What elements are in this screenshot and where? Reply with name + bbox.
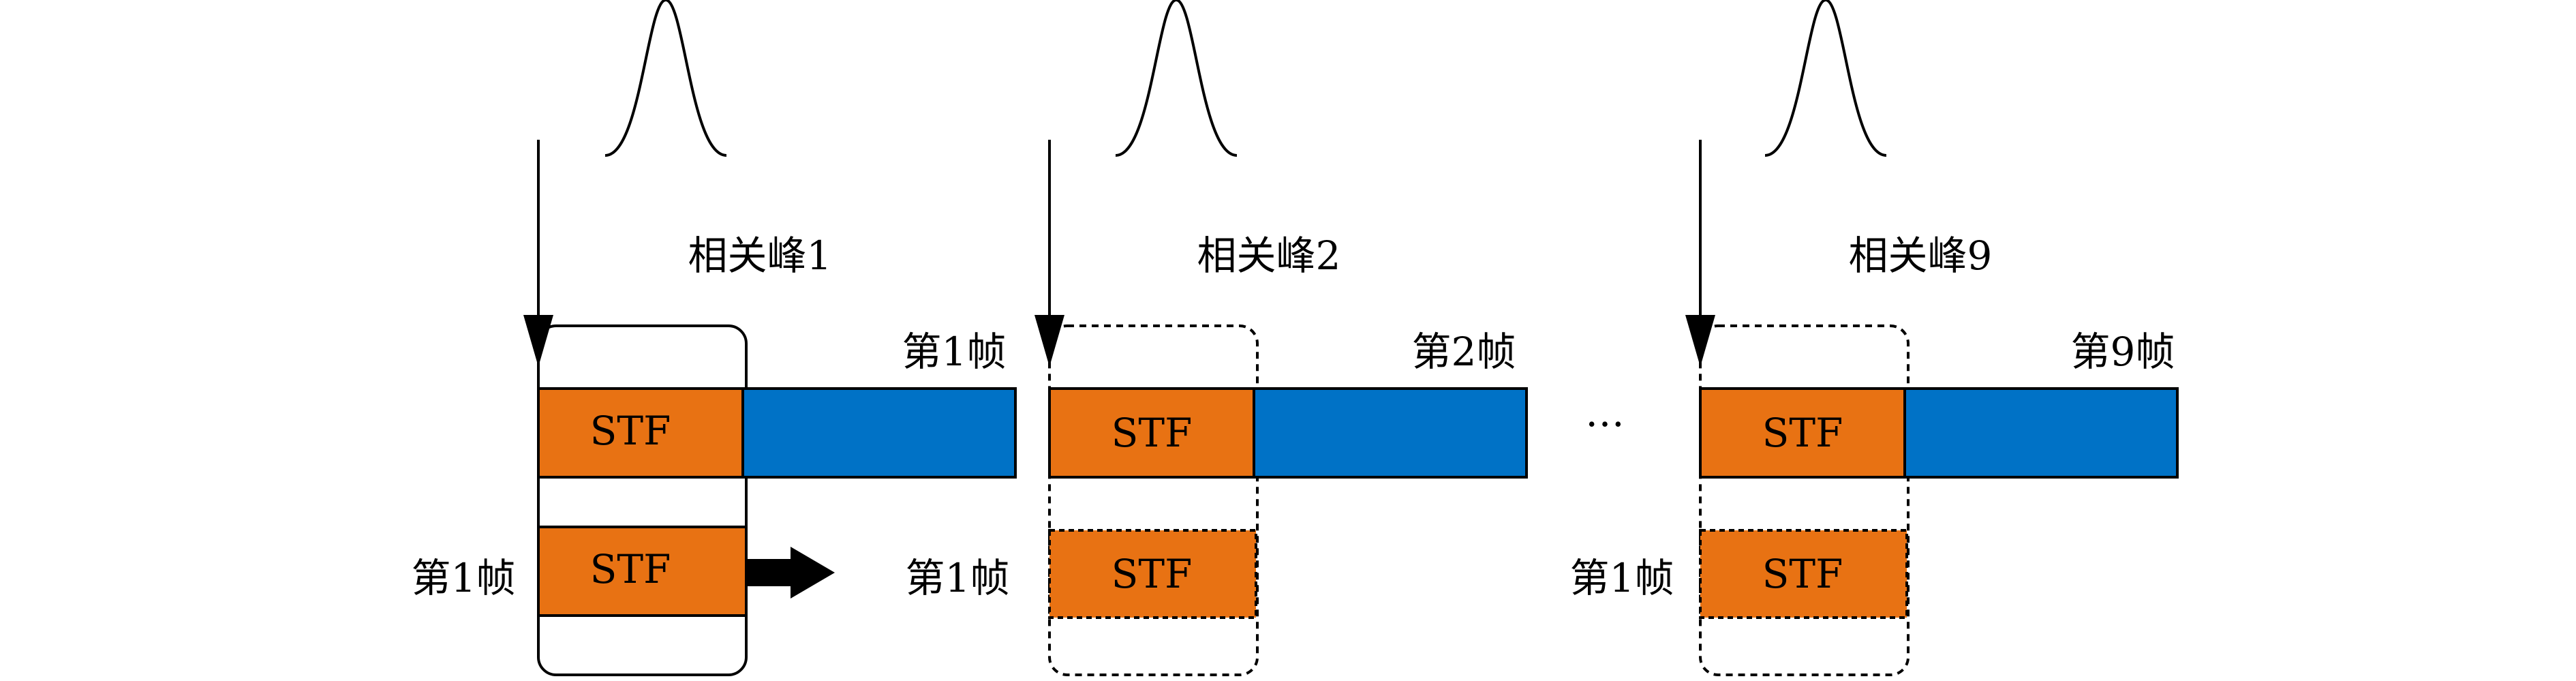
window-2-dashed xyxy=(1048,324,1259,676)
peak-1-label: 相关峰1 xyxy=(688,232,832,279)
group-1-bottom-label: 第1帧 xyxy=(906,555,1010,601)
frame-2-payload xyxy=(1253,387,1528,479)
frame-1-label: 第1帧 xyxy=(902,329,1007,375)
ref-stf-2-label: STF xyxy=(1111,551,1193,597)
correlation-peak-9 xyxy=(1764,0,1887,157)
frame-2-label: 第2帧 xyxy=(1412,329,1516,375)
window-9-dashed xyxy=(1699,324,1910,676)
left-label: 第1帧 xyxy=(412,555,516,601)
group-3-left-label: 第1帧 xyxy=(1570,555,1674,601)
window-1-solid xyxy=(537,324,748,676)
ref-stf-1 xyxy=(537,526,748,617)
peak-2-label: 相关峰2 xyxy=(1197,232,1341,279)
group-3: 相关峰9 第9帧 STF 第1帧 STF xyxy=(1570,0,2179,676)
ref-stf-9-label: STF xyxy=(1762,551,1843,597)
frame-1-payload xyxy=(741,387,1017,479)
frame-1-stf-label: STF xyxy=(590,408,671,454)
shift-arrow xyxy=(746,547,835,599)
frame-9-stf-label: STF xyxy=(1762,410,1843,456)
frame-9-stf xyxy=(1699,387,1906,479)
frame-1-stf xyxy=(537,387,744,479)
frame-9-payload xyxy=(1903,387,2179,479)
ref-stf-9 xyxy=(1699,529,1908,619)
correlation-peak-2 xyxy=(1115,0,1238,157)
ref-stf-2 xyxy=(1048,529,1257,619)
ref-stf-1-label: STF xyxy=(590,546,671,592)
frame-2-stf xyxy=(1048,387,1255,479)
correlation-peak-1 xyxy=(604,0,727,157)
frame-2-stf-label: STF xyxy=(1111,410,1193,456)
ellipsis: … xyxy=(1585,389,1625,436)
group-1: 相关峰1 第1帧 STF 第1帧 STF 第1帧 xyxy=(412,0,1017,676)
group-2: 相关峰2 第2帧 STF STF xyxy=(1034,0,1528,676)
frame-9-label: 第9帧 xyxy=(2071,329,2175,375)
peak-9-label: 相关峰9 xyxy=(1849,232,1993,279)
